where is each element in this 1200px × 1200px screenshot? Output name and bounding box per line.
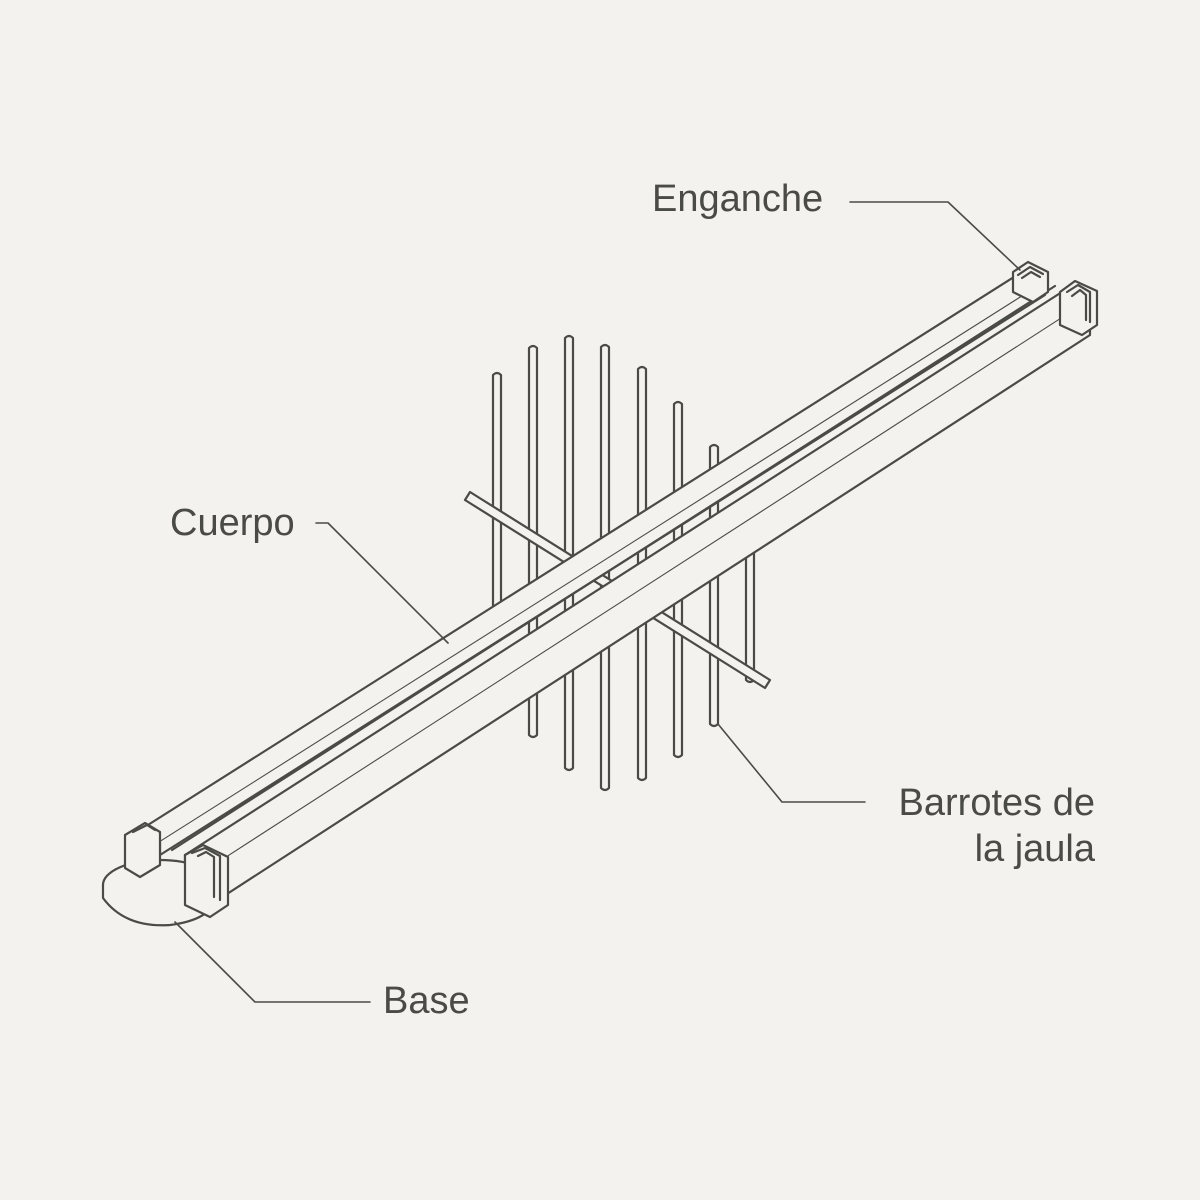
leader-lines <box>174 201 1021 1003</box>
label-enganche: Enganche <box>652 178 824 220</box>
hook-caps <box>1011 260 1099 337</box>
label-base: Base <box>383 980 470 1022</box>
label-barrotes: Barrotes de la jaula <box>899 780 1095 872</box>
label-cuerpo: Cuerpo <box>170 502 295 544</box>
back-rail <box>138 268 1047 844</box>
leader-cuerpo <box>315 522 449 644</box>
leader-barrotes <box>717 723 866 803</box>
leader-base <box>174 921 371 1003</box>
label-barrotes-line2: la jaula <box>974 828 1095 870</box>
leader-enganche <box>849 201 1021 271</box>
cage-bar-1 <box>491 371 503 622</box>
base-assembly <box>101 821 230 927</box>
body-rails <box>138 268 1092 907</box>
label-barrotes-line1: Barrotes de <box>898 782 1095 824</box>
